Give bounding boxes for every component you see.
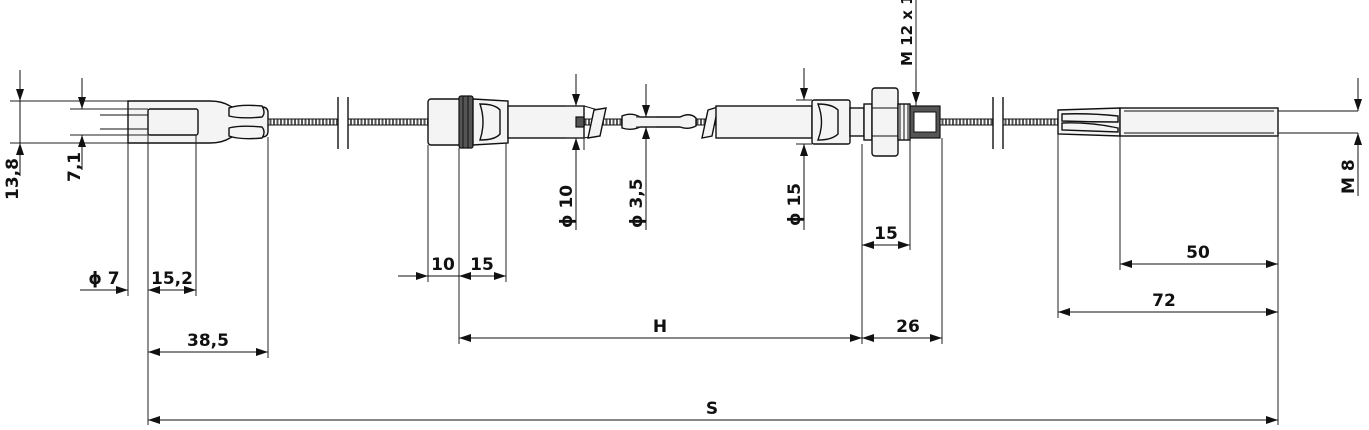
right-threaded-end (1057, 107, 1358, 137)
dim-15-nut: 15 (874, 224, 898, 244)
dim-72: 72 (1152, 291, 1176, 311)
left-clevis-fork (100, 100, 269, 144)
dim-H: H (653, 317, 667, 337)
adjuster-nut-left (427, 95, 607, 149)
dim-50: 50 (1186, 243, 1210, 263)
inner-cable-segment (621, 113, 697, 130)
dim-m12x1-5: M 12 x 1,5 (898, 0, 916, 66)
extension-lines (10, 0, 1279, 425)
dim-15-adjuster: 15 (470, 255, 494, 275)
dimension-labels: 13,8 7,1 ϕ 7 15,2 38,5 10 15 H ϕ 10 ϕ 3,… (3, 0, 1359, 419)
adjuster-nut-right (701, 87, 941, 157)
dim-7-1: 7,1 (65, 152, 85, 182)
dimension-lines (16, 68, 1362, 424)
dim-m8: M 8 (1339, 159, 1359, 194)
dim-26: 26 (896, 317, 920, 337)
dim-phi-15: ϕ 15 (785, 183, 805, 226)
dim-phi-10: ϕ 10 (557, 185, 577, 228)
dim-13-8: 13,8 (3, 158, 23, 200)
dim-phi-7: ϕ 7 (88, 269, 119, 289)
dim-15-2: 15,2 (151, 269, 193, 289)
dim-10: 10 (431, 255, 455, 275)
dim-38-5: 38,5 (187, 331, 229, 351)
dim-S: S (706, 399, 718, 419)
dim-phi-3-5: ϕ 3,5 (627, 178, 647, 228)
break-marks (337, 97, 1004, 149)
